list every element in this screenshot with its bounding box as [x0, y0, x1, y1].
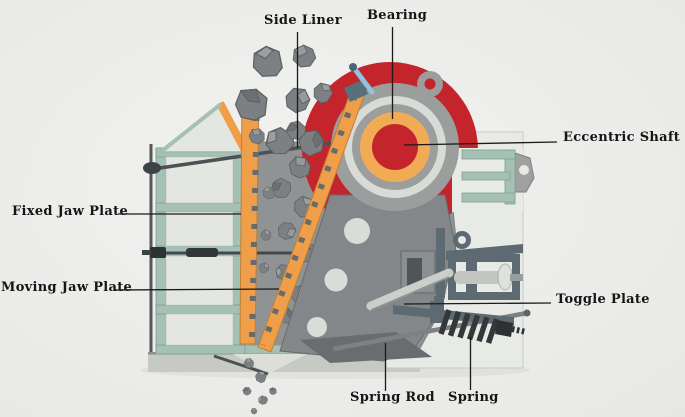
- pitman-hole: [324, 268, 348, 292]
- bracket-lug-hole: [458, 236, 466, 244]
- label-moving-jaw-plate: Moving Jaw Plate: [1, 280, 133, 295]
- label-side-liner: Side Liner: [264, 13, 342, 28]
- toggle-plate-shape: [366, 268, 454, 311]
- rock: [250, 407, 258, 415]
- pitman-hole: [344, 218, 370, 244]
- label-spring: Spring: [448, 390, 499, 405]
- middle-bolt-tip: [142, 250, 151, 255]
- toggle-cylinder-disc: [497, 263, 513, 291]
- side-bracket: [461, 149, 535, 205]
- rock: [267, 386, 278, 397]
- label-toggle-plate: Toggle Plate: [556, 292, 650, 307]
- label-eccentric-shaft: Eccentric Shaft: [563, 130, 681, 145]
- pitman-hole: [307, 317, 327, 337]
- toggle-cylinder-stub: [510, 274, 523, 281]
- moving-jaw-serrations: [260, 93, 358, 347]
- bearing-bolt-pin: [351, 65, 375, 95]
- toggle-cylinder: [454, 271, 504, 284]
- label-bearing: Bearing: [367, 8, 428, 23]
- leader-lines: [113, 27, 558, 391]
- spring-threaded-tip: [511, 326, 527, 335]
- leader-moving-jaw-plate: [113, 288, 280, 291]
- pitman-top-block: [344, 80, 368, 102]
- label-fixed-jaw-plate: Fixed Jaw Plate: [12, 204, 129, 219]
- middle-bolt-head: [150, 247, 166, 258]
- bearing-bolt-cap: [349, 63, 357, 71]
- spring-cap-block: [495, 320, 513, 337]
- chute-edge: [213, 354, 269, 376]
- housing-ear-hole: [424, 78, 436, 90]
- discharge-chute: [233, 354, 307, 374]
- e-bracket: [461, 149, 516, 205]
- rock: [249, 43, 287, 81]
- toggle-block-slot: [407, 258, 422, 286]
- toggle-plate-edge: [370, 276, 450, 311]
- leader-toggle-plate: [403, 302, 552, 305]
- rock: [256, 393, 270, 407]
- rock: [242, 387, 252, 396]
- spring-rod-end: [523, 309, 531, 317]
- hopper-teal-edge: [160, 102, 223, 153]
- label-spring-rod: Spring Rod: [350, 390, 435, 405]
- moving-jaw-plate-shape: [257, 63, 375, 353]
- rock: [289, 42, 319, 72]
- middle-bolt-sleeve: [186, 248, 218, 257]
- bearing-housing: [331, 71, 459, 211]
- eccentric-shaft-core: [372, 124, 418, 170]
- pitman-bottom-wedge: [300, 332, 432, 363]
- toggle-mechanism: [332, 228, 531, 352]
- bracket-tab-hole: [519, 165, 529, 175]
- spring-shape: [438, 309, 500, 344]
- tension-rod-bolt-head: [143, 162, 161, 174]
- leader-eccentric-shaft: [403, 141, 558, 146]
